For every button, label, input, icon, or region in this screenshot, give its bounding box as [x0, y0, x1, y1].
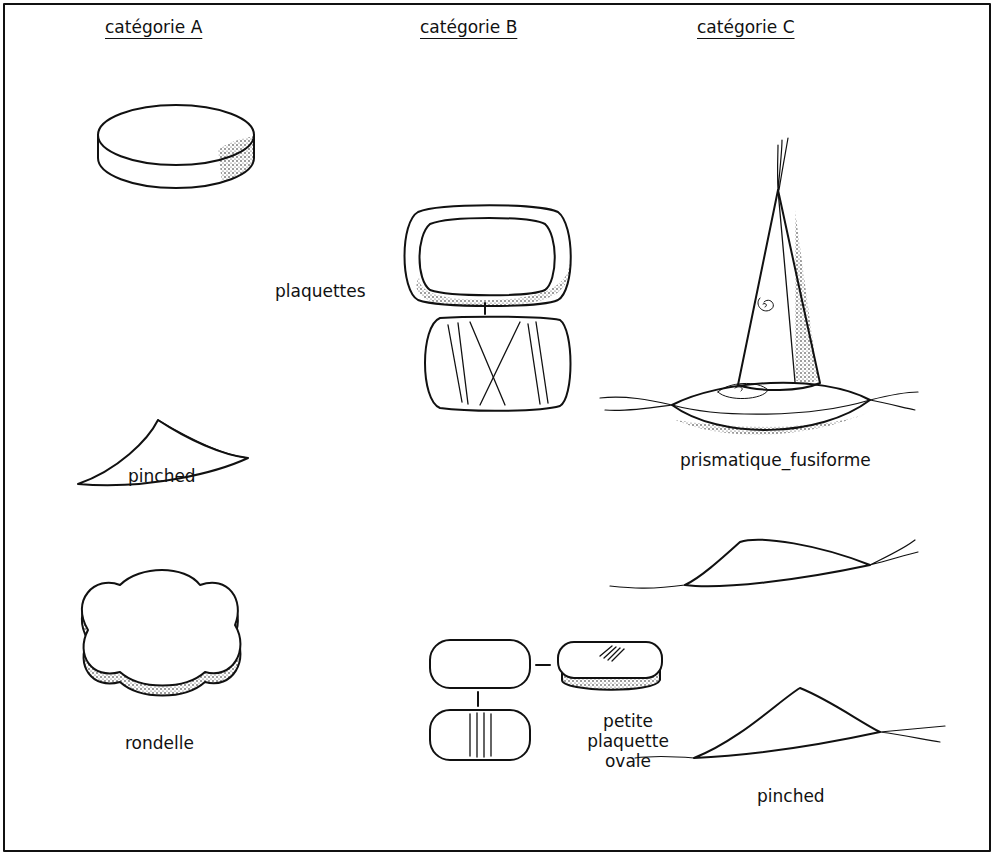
category-heading: catégorie C	[697, 17, 795, 37]
shape-label: plaquettes	[275, 281, 366, 301]
shape-label: pinched	[757, 786, 825, 806]
shape-label: pinched	[128, 466, 196, 486]
shape-label: petite plaquette ovale	[566, 711, 690, 771]
category-heading: catégorie A	[105, 17, 202, 37]
shape-label: prismatique_fusiforme	[680, 450, 871, 470]
shape-label: rondelle	[125, 733, 194, 753]
frame	[4, 4, 990, 851]
category-heading: catégorie B	[420, 17, 517, 37]
